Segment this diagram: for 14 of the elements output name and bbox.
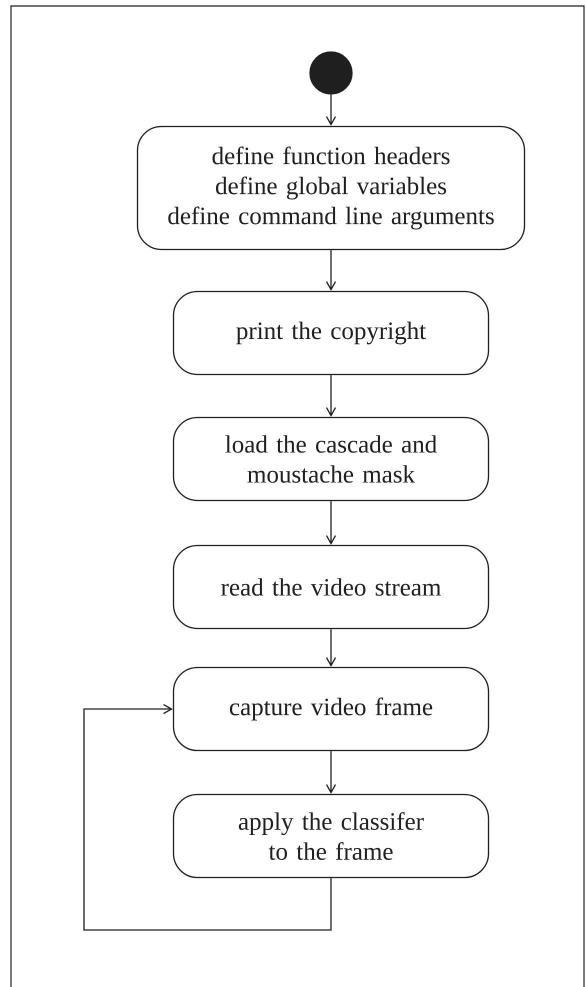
arrow — [326, 501, 336, 545]
arrow — [326, 751, 336, 794]
arrow — [83, 704, 332, 931]
arrow — [326, 629, 336, 667]
arrow — [326, 94, 336, 126]
activity-box: print the copyright — [172, 290, 490, 376]
activity-box: define function headers define global variables define command line arguments — [136, 126, 526, 250]
arrow — [326, 250, 336, 291]
activity-box: apply the classifer to the frame — [172, 794, 490, 878]
start-node — [309, 51, 353, 95]
arrow — [326, 375, 336, 417]
activity-box: capture video frame — [172, 666, 490, 752]
activity-box: read the video stream — [172, 544, 490, 630]
activity-box: load the cascade and moustache mask — [172, 416, 490, 502]
